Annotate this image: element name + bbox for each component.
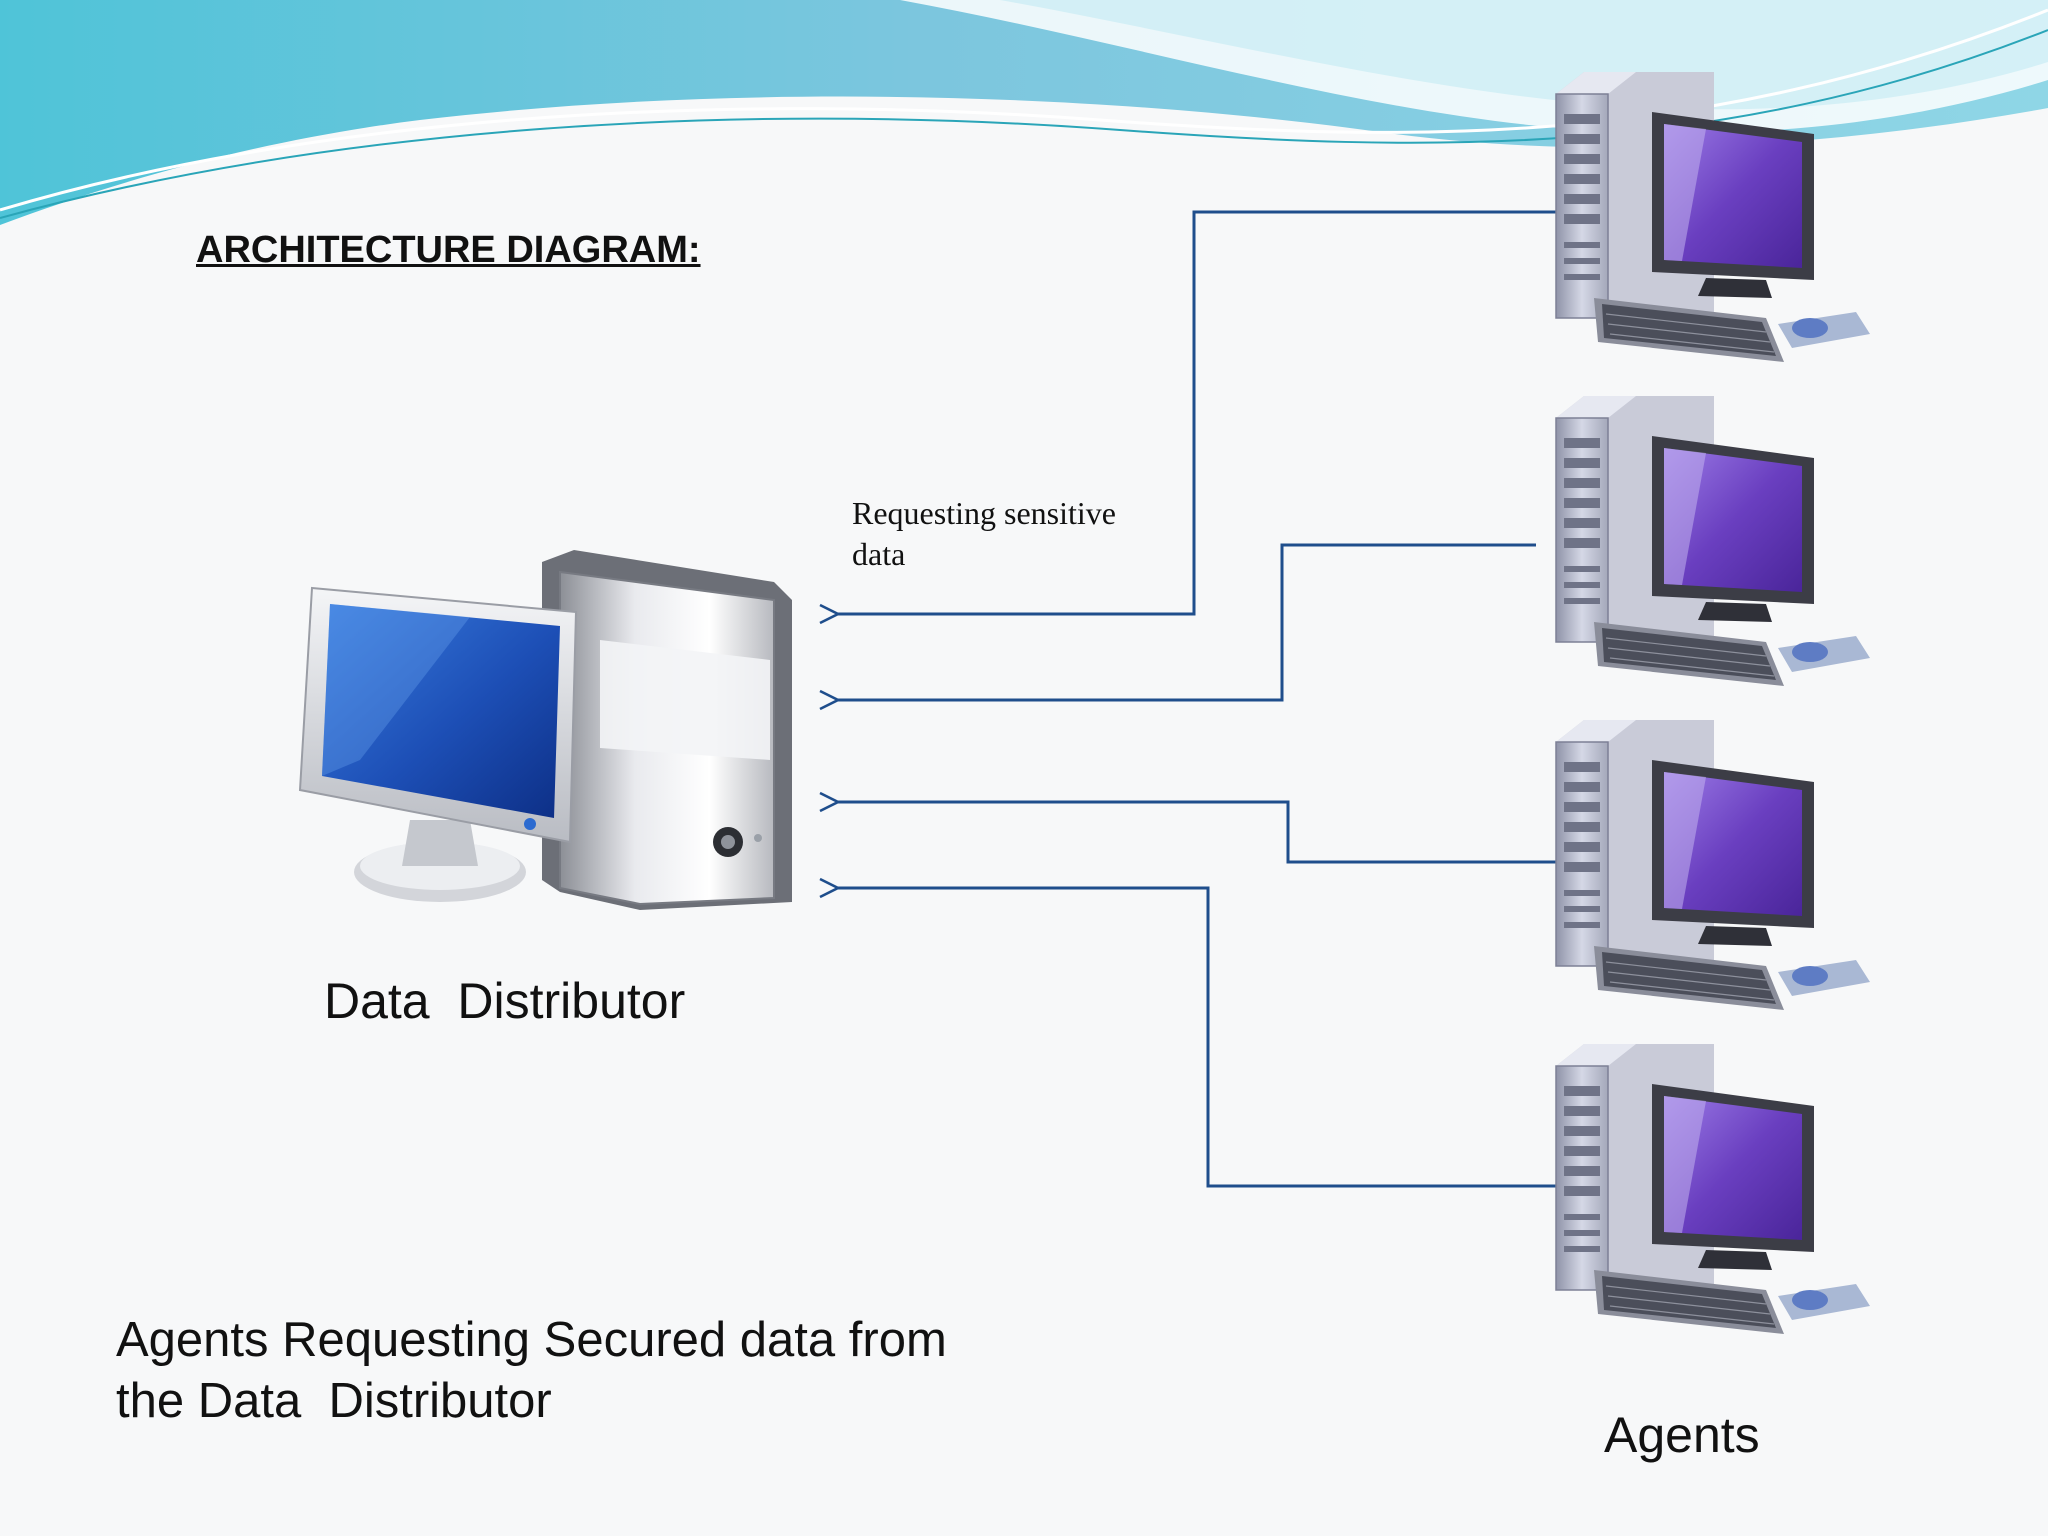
connector-agent-1 [838, 210, 1560, 614]
caption: Agents Requesting Secured data from the … [116, 1313, 947, 1428]
connector-agent-2 [838, 543, 1536, 700]
header-wave-band [1000, 0, 2048, 110]
workstation-icon [1555, 395, 1871, 687]
distributor-label: Data Distributor [324, 973, 686, 1029]
page-title: ARCHITECTURE DIAGRAM: [196, 229, 701, 271]
connector-agent-3 [838, 802, 1556, 864]
workstation-icon [1555, 1043, 1871, 1335]
desktop-computer-icon [298, 550, 792, 910]
header-wave-line-2 [0, 29, 2048, 219]
workstation-icon [1555, 719, 1871, 1011]
edge-label: Requesting sensitive data [852, 495, 1116, 572]
connectors [838, 210, 1560, 1188]
header-wave-line [0, 8, 2048, 212]
agents-label: Agents [1604, 1407, 1760, 1463]
connector-agent-4 [838, 888, 1556, 1188]
